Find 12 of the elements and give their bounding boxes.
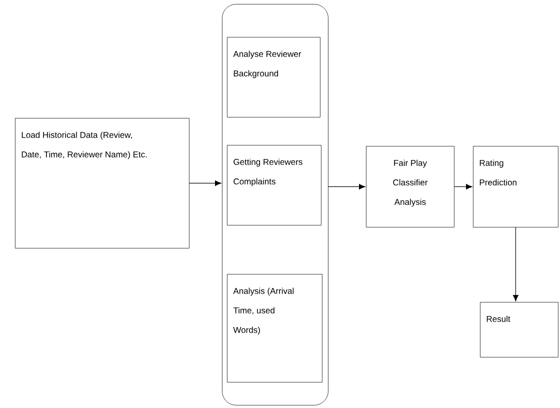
step-box: Getting Reviewers Complaints: [227, 145, 322, 226]
process-box: Rating Prediction: [473, 146, 558, 228]
arrow: [512, 227, 518, 302]
step-box: Analysis (Arrival Time, used Words): [227, 274, 322, 382]
process-box: Result: [480, 302, 558, 358]
arrow: [454, 184, 472, 190]
step-box: Analyse Reviewer Background: [227, 37, 320, 118]
process-box: Fair Play Classifier Analysis: [366, 146, 454, 228]
process-box: Load Historical Data (Review, Date, Time, Reviewer Name) Etc.: [15, 118, 190, 248]
group-container: [222, 4, 328, 406]
arrow: [328, 184, 366, 190]
arrow: [189, 180, 222, 186]
